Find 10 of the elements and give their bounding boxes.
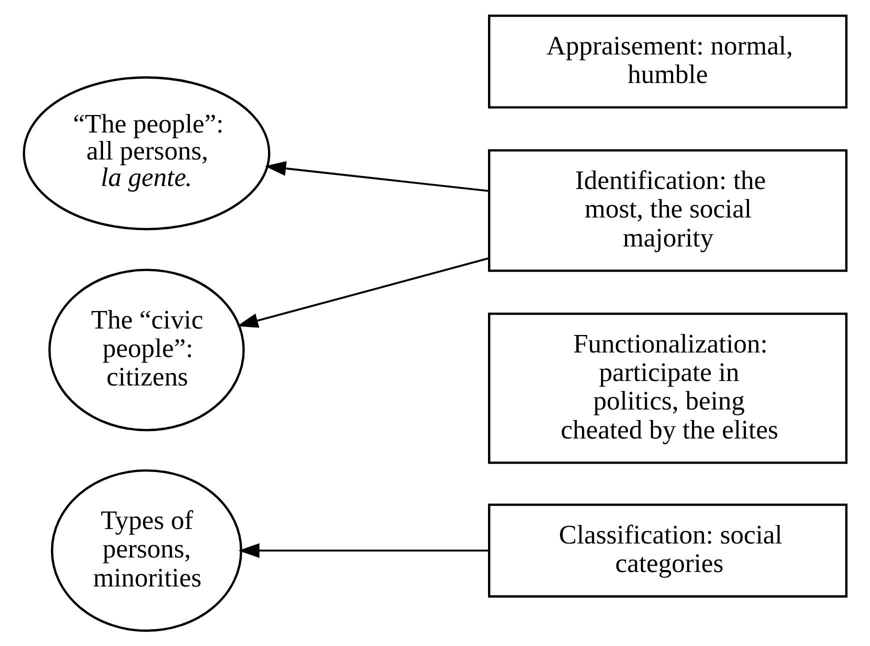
node-box: Classification: social categories: [488, 504, 848, 598]
arrow: [264, 161, 489, 192]
node-box: Identification: the most, the social majority: [488, 149, 848, 272]
node-box: Functionalization: participate in politics, being cheated by the elites: [488, 312, 848, 464]
arrow: [237, 257, 489, 328]
arrow: [238, 543, 489, 558]
node-ellipse: Types of persons, minorities: [50, 469, 242, 632]
node-ellipse: The “civic people”: citizens: [48, 268, 245, 432]
node-ellipse: “The people”: all persons, la gente.: [22, 76, 270, 230]
node-box: Appraisement: normal, humble: [488, 14, 848, 109]
